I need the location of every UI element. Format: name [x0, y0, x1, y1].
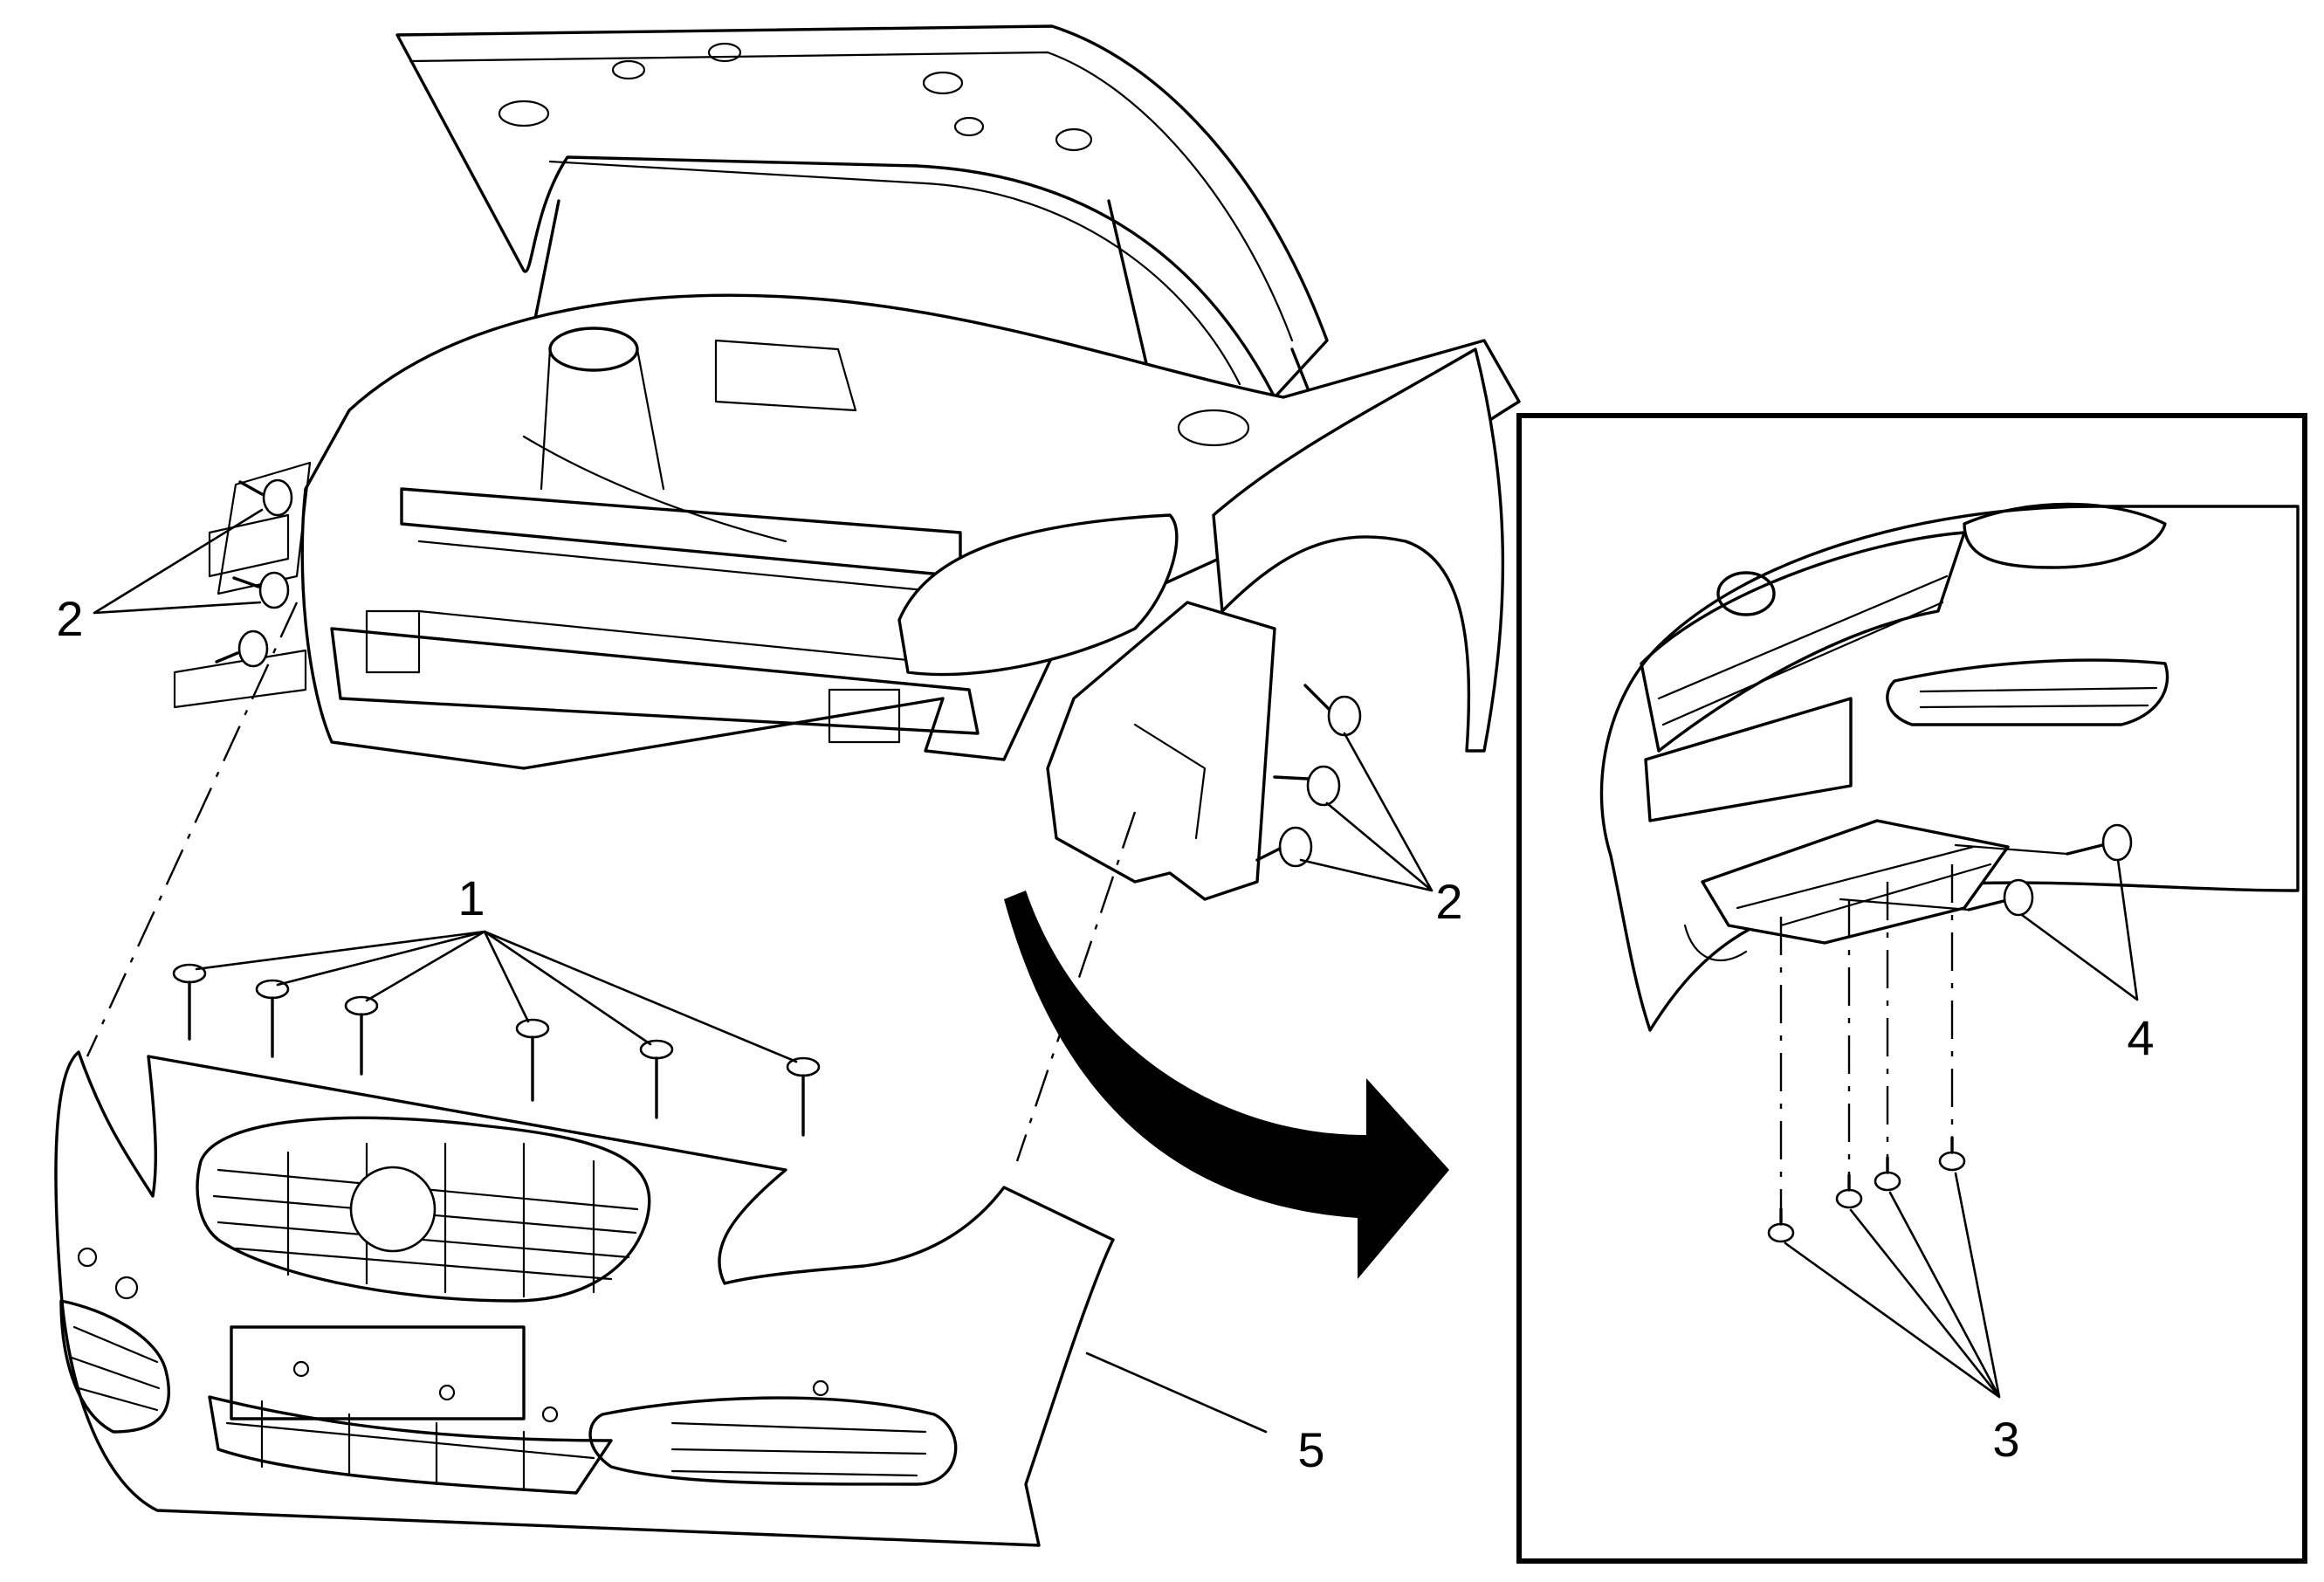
bolts-right	[1255, 684, 1434, 892]
leader-label-3	[1784, 1172, 2001, 1399]
clip-top-6	[786, 1056, 821, 1137]
bolt-left-3	[215, 629, 269, 668]
vehicle-front-end	[208, 24, 1521, 901]
label-3: 3	[1992, 1412, 2019, 1467]
label-2-left: 2	[56, 591, 83, 646]
clip-under-4	[1938, 1136, 1966, 1172]
clip-top-1	[172, 963, 207, 1041]
view-arrow	[1004, 891, 1449, 1279]
license-plate-area	[230, 1325, 526, 1420]
label-2-right: 2	[1435, 874, 1462, 929]
bolt-left-2	[232, 571, 290, 609]
clips-top	[172, 930, 821, 1137]
leader-label-2-left	[93, 508, 264, 615]
detail-inset	[1516, 413, 2307, 1564]
headlamp-right	[897, 513, 1179, 677]
bolt-right-1	[1303, 684, 1362, 737]
leader-label-1	[195, 930, 798, 1063]
leader-label-2-right	[1299, 732, 1434, 892]
clip-under-1	[1767, 1207, 1795, 1243]
bolt-under-2	[1967, 878, 2034, 917]
brand-emblem	[349, 1166, 437, 1253]
bolt-right-3	[1255, 826, 1313, 868]
bolts-under	[1839, 823, 2139, 1001]
clip-under-2	[1835, 1173, 1863, 1209]
clip-under-3	[1874, 1156, 1901, 1192]
upper-grille	[196, 1116, 651, 1303]
leader-label-5	[1085, 1352, 1268, 1434]
front-bumper-fascia	[54, 930, 1268, 1547]
bolts-left	[93, 461, 312, 709]
clip-top-2	[255, 979, 290, 1058]
hood	[395, 24, 1329, 399]
leader-label-4	[2020, 858, 2139, 1001]
clips-under	[1767, 864, 2001, 1399]
label-4: 4	[2127, 1010, 2154, 1065]
bolt-left-1	[238, 478, 293, 517]
clip-top-4	[515, 1018, 550, 1102]
label-1: 1	[457, 870, 485, 925]
fender-right	[1212, 347, 1505, 753]
label-5: 5	[1297, 1422, 1324, 1477]
bolt-right-2	[1273, 765, 1341, 807]
clip-top-3	[344, 995, 379, 1076]
hood-strut-left	[531, 199, 560, 334]
clip-top-5	[639, 1039, 674, 1119]
